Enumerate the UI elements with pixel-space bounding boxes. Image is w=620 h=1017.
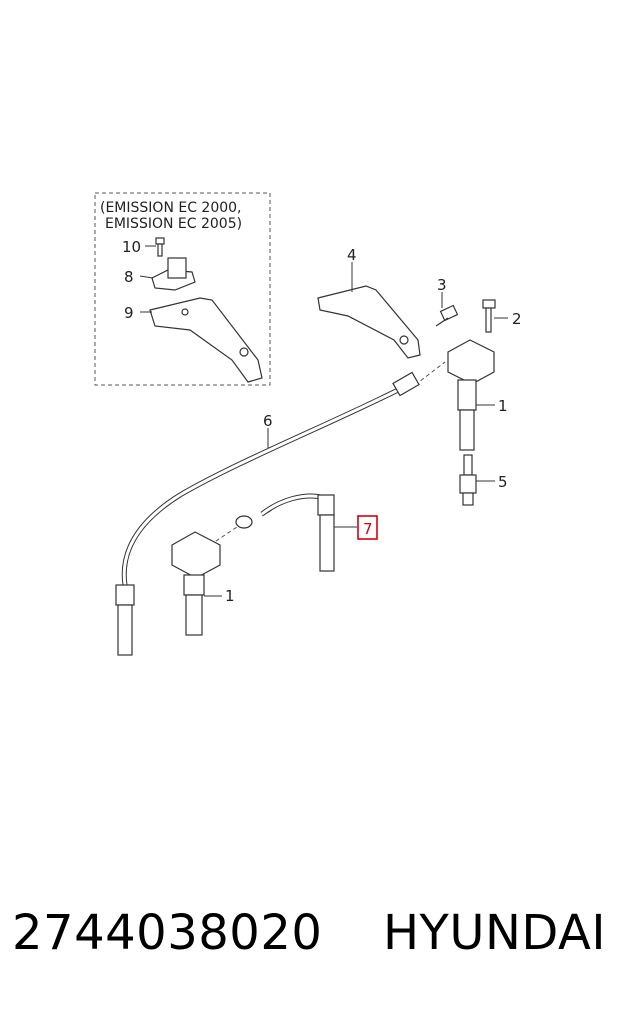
variant-box: (EMISSION EC 2000, EMISSION EC 2005) xyxy=(94,192,271,386)
short-cable-part-7: 7 xyxy=(235,493,378,572)
spark-plug-part-5: 5 xyxy=(459,454,508,506)
callout-7-highlight-box xyxy=(357,515,378,540)
bracket-part-4: 4 xyxy=(317,246,421,359)
callout-2: 2 xyxy=(512,310,522,328)
bolt-part-10: 10 xyxy=(122,237,165,257)
exploded-parts-diagram: (EMISSION EC 2000, EMISSION EC 2005) 10 … xyxy=(94,192,522,656)
callout-1-upper: 1 xyxy=(498,397,508,415)
variant-note-line1: (EMISSION EC 2000, xyxy=(100,200,242,216)
callout-3: 3 xyxy=(437,276,447,294)
callout-10: 10 xyxy=(122,238,141,256)
mount-part-8: 8 xyxy=(124,257,196,291)
callout-4: 4 xyxy=(347,246,357,264)
bracket-part-9: 9 xyxy=(124,297,263,383)
bolt-part-2: 2 xyxy=(482,299,522,333)
ignition-coil-upper: 1 xyxy=(447,339,508,451)
variant-note-line2: EMISSION EC 2005) xyxy=(105,216,242,232)
footer: 2744038020 HYUNDAI xyxy=(0,905,620,975)
callout-9: 9 xyxy=(124,304,134,322)
callout-6: 6 xyxy=(263,412,273,430)
callout-1-lower: 1 xyxy=(225,587,235,605)
callout-5: 5 xyxy=(498,473,508,491)
ignition-cable-part-6: 6 xyxy=(115,371,420,656)
callout-7: 7 xyxy=(363,520,373,538)
ignition-coil-lower: 1 xyxy=(171,531,235,636)
brand-name: HYUNDAI xyxy=(382,905,606,961)
bolt-part-3: 3 xyxy=(435,276,459,327)
callout-8: 8 xyxy=(124,268,134,286)
part-number: 2744038020 xyxy=(12,905,323,961)
